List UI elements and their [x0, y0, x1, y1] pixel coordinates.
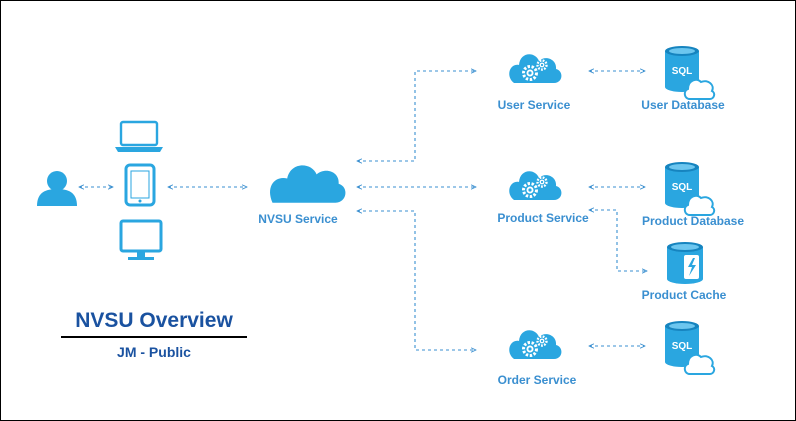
connector-nvsu-to-user-service — [357, 71, 476, 161]
cloud-icon — [270, 165, 346, 203]
node-label-nvsu-service: NVSU Service — [258, 212, 338, 226]
node-label-order-service: Order Service — [497, 373, 577, 387]
connectors — [79, 71, 647, 350]
sql-database-icon: SQL — [664, 320, 716, 375]
node-label-product-service: Product Service — [497, 211, 589, 225]
cloud-gear-icon — [507, 169, 563, 202]
user-icon — [37, 171, 77, 206]
sql-database-icon: SQL — [664, 161, 716, 216]
sql-badge: SQL — [672, 182, 693, 193]
sql-badge: SQL — [672, 66, 693, 77]
sql-badge: SQL — [672, 341, 693, 352]
connector-product-service-to-cache — [589, 210, 647, 271]
cache-icon — [667, 242, 703, 284]
node-label-user-database: User Database — [641, 98, 725, 112]
sql-database-icon: SQL — [664, 45, 716, 100]
tablet-icon — [124, 163, 156, 207]
diagram-title: NVSU Overview — [61, 309, 247, 338]
node-label-product-cache: Product Cache — [641, 288, 727, 302]
connector-nvsu-to-order-service — [357, 211, 476, 350]
node-label-product-database: Product Database — [641, 214, 745, 228]
cloud-gear-icon — [507, 328, 563, 361]
node-label-user-service: User Service — [497, 98, 571, 112]
cloud-gear-icon — [507, 52, 563, 85]
laptop-icon — [115, 120, 163, 152]
monitor-icon — [119, 219, 163, 260]
diagram-subtitle: JM - Public — [117, 344, 191, 360]
